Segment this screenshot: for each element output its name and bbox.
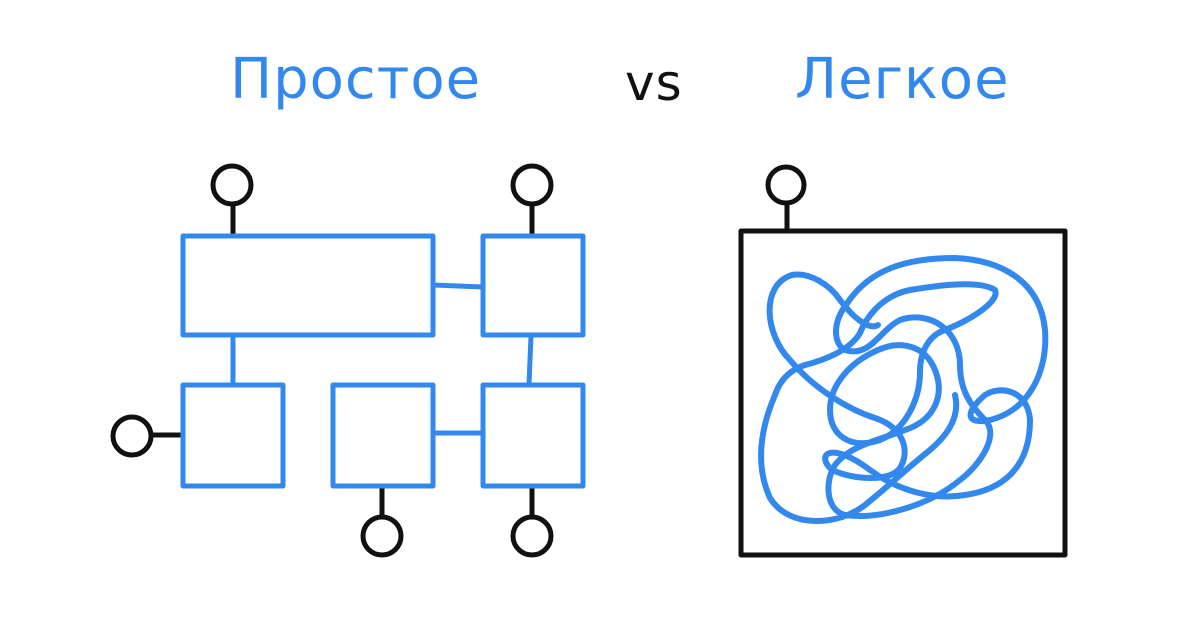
pin-circle-top-left	[210, 163, 254, 207]
title-simple: Простое	[230, 47, 482, 112]
title-easy: Легкое	[795, 47, 1010, 112]
pin-circle-easy	[765, 164, 807, 206]
box-easy-outer	[738, 228, 1068, 558]
box-bottom-right	[480, 382, 586, 489]
box-top-right	[480, 233, 586, 338]
box-bottom-left	[180, 382, 286, 489]
simple-diagram	[110, 163, 586, 558]
box-bottom-middle	[330, 382, 436, 489]
link-top-right-to-bottom-right	[526, 333, 534, 387]
box-wide-top	[180, 233, 436, 338]
pin-circle-bottom-middle	[360, 514, 404, 558]
pin-circle-top-right	[510, 163, 554, 207]
easy-diagram	[738, 164, 1068, 558]
link-wide-to-top-right	[430, 282, 486, 290]
tangled-scribble	[758, 255, 1049, 524]
pin-circle-left	[110, 414, 154, 458]
title-vs: vs	[625, 54, 683, 112]
pin-circle-bottom-right	[510, 514, 554, 558]
